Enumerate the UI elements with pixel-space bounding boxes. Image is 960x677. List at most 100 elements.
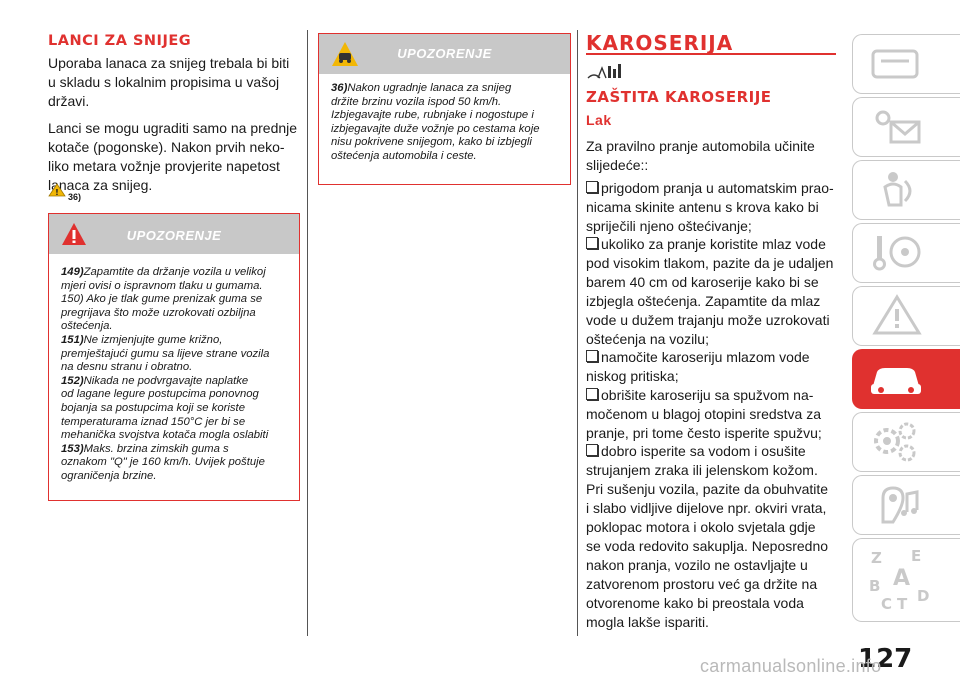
warning-box-2: UPOZORENJE 36)Nakon ugradnje lanaca za s… <box>318 33 571 185</box>
text-line: nakon pranja, vozilo ne ostavljajte u <box>586 557 808 573</box>
svg-text:C: C <box>881 595 892 613</box>
text-line: 150) Ako je tlak gume prenizak guma se <box>61 293 263 306</box>
warning-body: 36)Nakon ugradnje lanaca za snijeg držit… <box>319 74 570 164</box>
section-heading-lanci: LANCI ZA SNIJEG <box>48 33 192 49</box>
text-line: mehanička svojstva kotača mogla oslabiti <box>61 429 269 442</box>
alphabet-index-icon: Z E A B C T D <box>869 547 929 613</box>
warning-lights-icon <box>875 110 921 144</box>
svg-text:T: T <box>897 595 908 613</box>
text-line: izbjegla oštećenja. Zapamtite da mlaz <box>586 293 821 309</box>
svg-text:!: ! <box>55 188 59 197</box>
text-line: mjeri ovisi o ispravnom tlaku u gumama. <box>61 279 263 292</box>
checkbox-bullet-icon <box>586 181 598 193</box>
text-line: Zapamtite da držanje vozila u velikoj <box>83 266 266 278</box>
item-number: 151) <box>61 333 84 346</box>
text-line: Nikada ne podvrgavajte naplatke <box>83 374 249 387</box>
tab-maintenance[interactable] <box>852 349 960 409</box>
text-line: Za pravilno pranje automobila učinite <box>586 138 815 154</box>
column-divider <box>577 30 578 636</box>
warning-box-1: UPOZORENJE 149)Zapamtite da držanje vozi… <box>48 213 300 501</box>
footnote-ref: 36) <box>68 192 82 202</box>
item-number: 149) <box>61 266 84 278</box>
final-paragraph: Pri sušenju vozila, pazite da obuhvatite… <box>586 480 841 632</box>
tab-technical-data[interactable] <box>852 412 960 472</box>
checkbox-bullet-icon <box>586 388 598 400</box>
text-line: močenom u blagoj otopini sredstva za <box>586 406 822 422</box>
tab-dashboard[interactable] <box>852 34 960 94</box>
warning-item-149: 149)Zapamtite da držanje vozila u veliko… <box>61 266 287 280</box>
svg-text:B: B <box>869 577 880 595</box>
text-line: poklopac motora i okolo svjetala gdje <box>586 519 816 535</box>
svg-text:Z: Z <box>871 549 882 567</box>
item-number: 152) <box>61 374 84 387</box>
item-number: 153) <box>61 442 84 455</box>
text-line: se voda redovito sakuplja. Neposredno <box>586 538 829 554</box>
text-line: pod visokim tlakom, pazite da je udaljen <box>586 255 834 271</box>
text-line: prigodom pranja u automatskim prao- <box>601 180 834 196</box>
text-line: na desnu stranu i obratno. <box>61 361 193 374</box>
text-line: nicama skinite antenu s krova kako bi <box>586 199 819 215</box>
text-line: premještajući gumu sa lijeve strane vozi… <box>61 347 270 360</box>
text-line: oznakom "Q" je 160 km/h. Uvijek poštuje <box>61 456 265 469</box>
subsection-heading-lak: Lak <box>586 112 612 128</box>
bullet-item-5: dobro isperite sa vodom i osušite struja… <box>586 442 841 480</box>
heading-underline <box>586 53 836 55</box>
text-line: temperaturama iznad 150°C jer bi se <box>61 415 246 428</box>
tab-starting-driving[interactable] <box>852 223 960 283</box>
eco-spray-icon <box>586 62 624 89</box>
warning-header: UPOZORENJE <box>319 34 570 74</box>
bullet-item-1: prigodom pranja u automatskim prao- nica… <box>586 179 841 236</box>
section-heading-zastita: ZAŠTITA KAROSERIJE <box>586 88 772 106</box>
text-line: u skladu s lokalnim propisima u vašoj <box>48 74 280 90</box>
checkbox-bullet-icon <box>586 237 598 249</box>
tab-index[interactable]: Z E A B C T D <box>852 538 960 622</box>
text-line: Izbjegavajte rube, rubnjake i nogostupe … <box>331 109 534 122</box>
text-line: spriječili njeno oštećivanje; <box>586 218 752 234</box>
bullet-item-4: obrišite karoseriju sa spužvom na- močen… <box>586 386 841 443</box>
text-line: Lanci se mogu ugraditi samo na prednje <box>48 120 298 136</box>
text-line: pregrijava što može uzrokovati ozbiljna <box>61 306 256 319</box>
warning-title: UPOZORENJE <box>126 228 222 243</box>
page-number: 127 <box>858 644 913 674</box>
text-line: Uporaba lanaca za snijeg trebala bi biti <box>48 55 290 71</box>
text-line: liko metara vožnje provjerite napetost <box>48 158 280 174</box>
car-dashboard-icon <box>871 49 919 79</box>
tab-multimedia[interactable] <box>852 475 960 535</box>
tab-emergency[interactable] <box>852 286 960 346</box>
tab-safety[interactable] <box>852 160 960 220</box>
text-line: oštećenja na vozilu; <box>586 331 709 347</box>
warning-title: UPOZORENJE <box>397 46 492 61</box>
item-number: 36) <box>331 82 348 94</box>
column-divider <box>307 30 308 636</box>
svg-text:E: E <box>911 547 921 565</box>
text-line: izbjegavajte duže vožnje po cestama koje <box>331 122 540 135</box>
text-line: oštećenja automobila i ceste. <box>331 149 477 162</box>
paragraph-2: Lanci se mogu ugraditi samo na prednje k… <box>48 119 303 195</box>
text-line: namočite karoseriju mlazom vode <box>601 349 810 365</box>
svg-text:A: A <box>893 566 910 591</box>
airbag-seat-icon <box>883 172 912 207</box>
road-warning-icon <box>872 294 922 335</box>
warning-body: 149)Zapamtite da držanje vozila u veliko… <box>49 254 299 484</box>
text-line: lanaca za snijeg. <box>48 177 153 193</box>
danger-triangle-icon <box>61 222 87 251</box>
media-navigation-icon <box>881 486 919 524</box>
text-line: nisu pokrivene snijegom, kako bi izbjegl… <box>331 136 532 149</box>
text-line: slijedeće:: <box>586 157 649 173</box>
tab-warning-lights[interactable] <box>852 97 960 157</box>
svg-text:D: D <box>917 587 929 605</box>
paragraph-1: Uporaba lanaca za snijeg trebala bi biti… <box>48 54 300 111</box>
text-line: Pri sušenju vozila, pazite da obuhvatite <box>586 481 829 497</box>
text-line: držite brzinu vozila ispod 50 km/h. <box>331 95 502 108</box>
text-line: pranje, pri tome često isperite spužvu; <box>586 425 822 441</box>
text-line: otvorenome kako bi preostala voda <box>586 595 804 611</box>
text-line: i slabo vidljive dijelove npr. okviri vr… <box>586 500 827 516</box>
text-line: mogla lakše ispariti. <box>586 614 709 630</box>
text-line: barem 40 cm od karoserije kako bi se <box>586 274 819 290</box>
warning-item-36: 36)Nakon ugradnje lanaca za snijeg <box>331 82 558 96</box>
text-line: oštećenja. <box>61 320 113 333</box>
warning-item-153: 153)Maks. brzina zimskih guma s <box>61 443 287 457</box>
car-maintenance-icon <box>871 368 921 394</box>
key-steering-icon <box>873 236 921 271</box>
bullet-item-3: namočite karoseriju mlazom vode niskog p… <box>586 348 841 386</box>
